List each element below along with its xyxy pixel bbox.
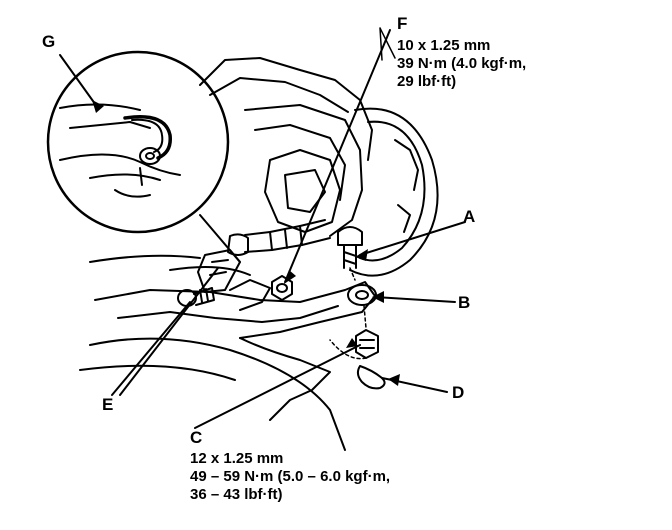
detail-inset: [46, 50, 230, 234]
callout-d: D: [452, 383, 465, 402]
spec-f-torque: 39 N·m (4.0 kgf·m,: [397, 55, 527, 72]
spec-f-size: 10 x 1.25 mm: [397, 37, 491, 54]
callout-g: G: [42, 32, 56, 51]
spec-c-torque-imperial: 36 – 43 lbf·ft): [190, 486, 283, 503]
spec-c-size: 12 x 1.25 mm: [190, 450, 284, 467]
spec-c-torque: 49 – 59 N·m (5.0 – 6.0 kgf·m,: [190, 468, 391, 485]
callout-a: A: [463, 207, 476, 226]
torque-spec-f: 10 x 1.25 mm 39 N·m (4.0 kgf·m, 29 lbf·f…: [397, 37, 526, 91]
leader-lines: [59, 27, 466, 429]
torque-spec-c: 12 x 1.25 mm 49 – 59 N·m (5.0 – 6.0 kgf·…: [190, 450, 390, 504]
callout-e: E: [102, 395, 114, 414]
arrowheads: [92, 100, 400, 386]
castle-nut-c: [355, 329, 379, 359]
cotter-pin-d: [356, 365, 393, 390]
spec-f-torque-imperial: 29 lbf·ft): [397, 73, 457, 90]
callout-b: B: [458, 293, 471, 312]
alignment-lines: [329, 267, 367, 360]
callout-c: C: [190, 428, 203, 447]
self-locking-nut-f: [271, 275, 293, 301]
callout-f: F: [397, 14, 408, 33]
